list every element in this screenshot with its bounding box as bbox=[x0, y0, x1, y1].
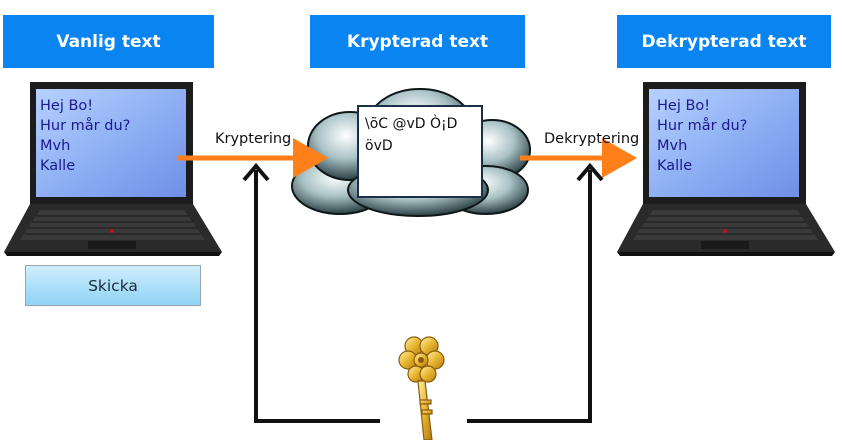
decrypt-label: Dekryptering bbox=[544, 131, 640, 147]
message-line: Mvh bbox=[40, 138, 71, 154]
key-icon bbox=[398, 336, 445, 440]
message-line: Hej Bo! bbox=[40, 98, 94, 114]
laptop-right-icon bbox=[617, 82, 835, 256]
plaintext-message: Hej Bo! Hur mår du? Mvh Kalle bbox=[40, 96, 130, 176]
message-line: Hur mår du? bbox=[40, 118, 131, 134]
decrypted-message: Hej Bo! Hur mår du? Mvh Kalle bbox=[657, 96, 747, 176]
message-line: Hur mår du? bbox=[657, 118, 748, 134]
message-line: Hej Bo! bbox=[657, 98, 711, 114]
message-line: Mvh bbox=[657, 138, 688, 154]
encrypt-label: Kryptering bbox=[215, 131, 292, 147]
header-plaintext: Vanlig text bbox=[3, 15, 214, 68]
header-ciphertext: Krypterad text bbox=[310, 15, 525, 68]
ciphertext-box: \õC @vD Ò¡D övD bbox=[357, 105, 483, 198]
key-arrow-left bbox=[242, 162, 380, 423]
key-arrow-right bbox=[467, 162, 604, 423]
send-button[interactable]: Skicka bbox=[25, 265, 201, 306]
message-line: Kalle bbox=[657, 158, 693, 174]
ciphertext-line: övD bbox=[365, 138, 393, 154]
laptop-left-icon bbox=[4, 82, 222, 256]
message-line: Kalle bbox=[40, 158, 76, 174]
ciphertext-line: \õC @vD Ò¡D bbox=[365, 116, 458, 132]
header-decrypted: Dekrypterad text bbox=[617, 15, 831, 68]
